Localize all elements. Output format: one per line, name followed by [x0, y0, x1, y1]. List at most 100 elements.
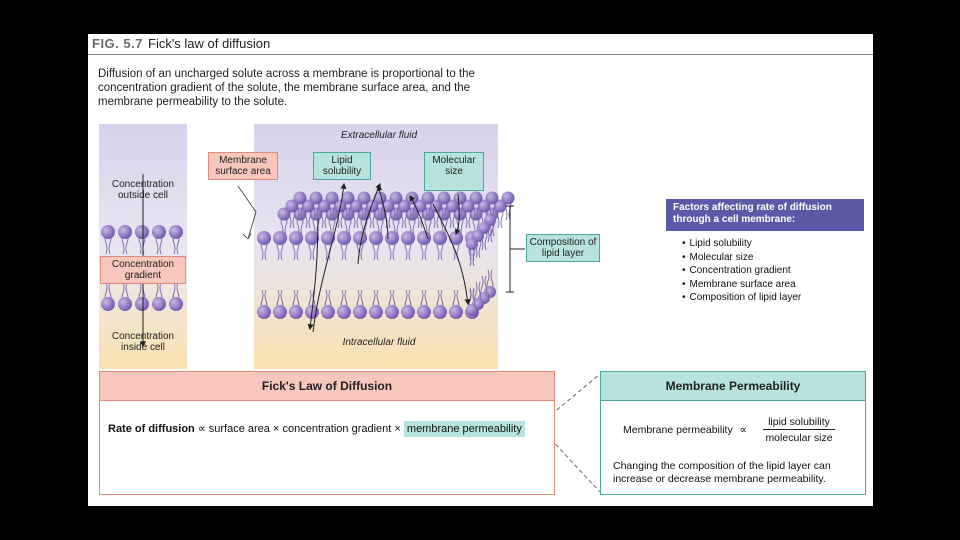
- lipid-head: [389, 207, 403, 221]
- intracellular-label: Intracellular fluid: [342, 337, 416, 348]
- concentration-outside-label: Concentration outside cell: [111, 179, 175, 201]
- composition-bracket: [506, 205, 525, 293]
- lipid-head: [152, 225, 166, 239]
- lipid-head: [466, 304, 478, 316]
- lipid-head: [466, 238, 478, 250]
- lipid-head: [453, 207, 467, 221]
- lipid-head: [401, 231, 415, 245]
- factor-item: Molecular size: [682, 251, 864, 265]
- factor-item: Composition of lipid layer: [682, 291, 864, 305]
- lipid-head: [373, 191, 387, 205]
- lipid-head: [449, 305, 463, 319]
- fick-lhs: Rate of diffusion: [108, 423, 195, 435]
- lipid-head: [397, 199, 411, 213]
- figure-description: Diffusion of an uncharged solute across …: [98, 68, 475, 108]
- permeability-lhs-text: Membrane permeability: [623, 424, 733, 436]
- lipid-solubility-label: Lipid solubility: [313, 152, 371, 180]
- proportional-symbol: ∝: [739, 424, 748, 436]
- lipid-head: [135, 225, 149, 239]
- factor-item: Concentration gradient: [682, 264, 864, 278]
- factor-item: Membrane surface area: [682, 278, 864, 292]
- lipid-head: [118, 225, 132, 239]
- lipid-head: [421, 207, 435, 221]
- fraction-denominator: molecular size: [765, 432, 833, 444]
- lipid-head: [309, 191, 323, 205]
- lipid-head: [277, 207, 291, 221]
- lipid-head: [477, 199, 491, 213]
- lipid-head: [135, 297, 149, 311]
- lipid-head: [445, 199, 459, 213]
- lipid-head: [353, 305, 367, 319]
- lipid-head: [257, 305, 271, 319]
- lipid-head: [337, 231, 351, 245]
- lipid-head: [273, 231, 287, 245]
- lipid-head: [309, 207, 323, 221]
- lipid-head: [301, 199, 315, 213]
- lipid-head: [341, 191, 355, 205]
- lipid-head: [169, 297, 183, 311]
- permeability-fraction: lipid solubility molecular size: [763, 416, 835, 444]
- proportional-symbol: ∝: [197, 423, 206, 435]
- lipid-head: [305, 231, 319, 245]
- lipid-head: [405, 191, 419, 205]
- lipid-head: [369, 231, 383, 245]
- factors-list: Lipid solubility Molecular size Concentr…: [666, 237, 864, 305]
- lipid-head: [293, 191, 307, 205]
- lipid-head: [349, 199, 363, 213]
- fick-heading: Fick's Law of Diffusion: [100, 372, 554, 401]
- lipid-head: [433, 305, 447, 319]
- lipid-head: [152, 297, 166, 311]
- lipid-head: [101, 225, 115, 239]
- surface-area-label: Membrane surface area: [208, 152, 278, 180]
- lipid-head: [325, 191, 339, 205]
- lipid-head: [485, 191, 499, 205]
- lipid-head: [385, 305, 399, 319]
- lipid-head: [289, 231, 303, 245]
- figure-number: FIG. 5.7: [92, 36, 143, 51]
- fick-term-gradient: concentration gradient: [282, 423, 392, 435]
- fick-term-surface: surface area: [208, 423, 270, 435]
- fick-equation: Rate of diffusion ∝ surface area × conce…: [108, 421, 525, 437]
- lipid-head: [273, 305, 287, 319]
- lipid-head: [289, 305, 303, 319]
- factors-panel: Factors affecting rate of diffusion thro…: [666, 199, 864, 321]
- fraction-numerator: lipid solubility: [763, 416, 835, 430]
- lipid-head: [373, 207, 387, 221]
- figure-page: FIG. 5.7 Fick's law of diffusion Diffusi…: [88, 34, 873, 506]
- lipid-head: [369, 305, 383, 319]
- lipid-head: [325, 207, 339, 221]
- lipid-head: [337, 305, 351, 319]
- lipid-head: [293, 207, 307, 221]
- lipid-head: [285, 199, 299, 213]
- permeability-heading: Membrane Permeability: [601, 372, 865, 401]
- lipid-head: [341, 207, 355, 221]
- factor-item: Lipid solubility: [682, 237, 864, 251]
- lipid-head: [501, 191, 515, 205]
- lipid-head: [257, 231, 271, 245]
- fick-law-box: Fick's Law of Diffusion Rate of diffusio…: [99, 371, 555, 495]
- lipid-head: [385, 231, 399, 245]
- times-symbol: ×: [394, 423, 401, 435]
- lipid-head: [357, 191, 371, 205]
- lipid-head: [101, 297, 115, 311]
- lipid-head: [437, 191, 451, 205]
- lipid-head: [453, 191, 467, 205]
- lipid-head: [169, 225, 183, 239]
- surface-area-pointer: [237, 185, 257, 240]
- fick-term-permeability: membrane permeability: [403, 421, 525, 437]
- lipid-head: [118, 297, 132, 311]
- lipid-head: [437, 207, 451, 221]
- lipid-head: [493, 199, 507, 213]
- lipid-head: [469, 207, 483, 221]
- molecular-size-label: Molecular size: [424, 152, 484, 191]
- times-symbol: ×: [272, 423, 280, 435]
- factors-heading: Factors affecting rate of diffusion thro…: [666, 199, 864, 231]
- lipid-head: [321, 305, 335, 319]
- concentration-inside-label: Concentration inside cell: [111, 331, 175, 353]
- lipid-head: [417, 305, 431, 319]
- dashed-connectors: [545, 373, 601, 493]
- diffusion-arrows: [307, 182, 471, 333]
- composition-label: Composition of lipid layer: [526, 234, 600, 262]
- permeability-lhs: Membrane permeability ∝: [623, 424, 747, 436]
- lipid-head: [405, 207, 419, 221]
